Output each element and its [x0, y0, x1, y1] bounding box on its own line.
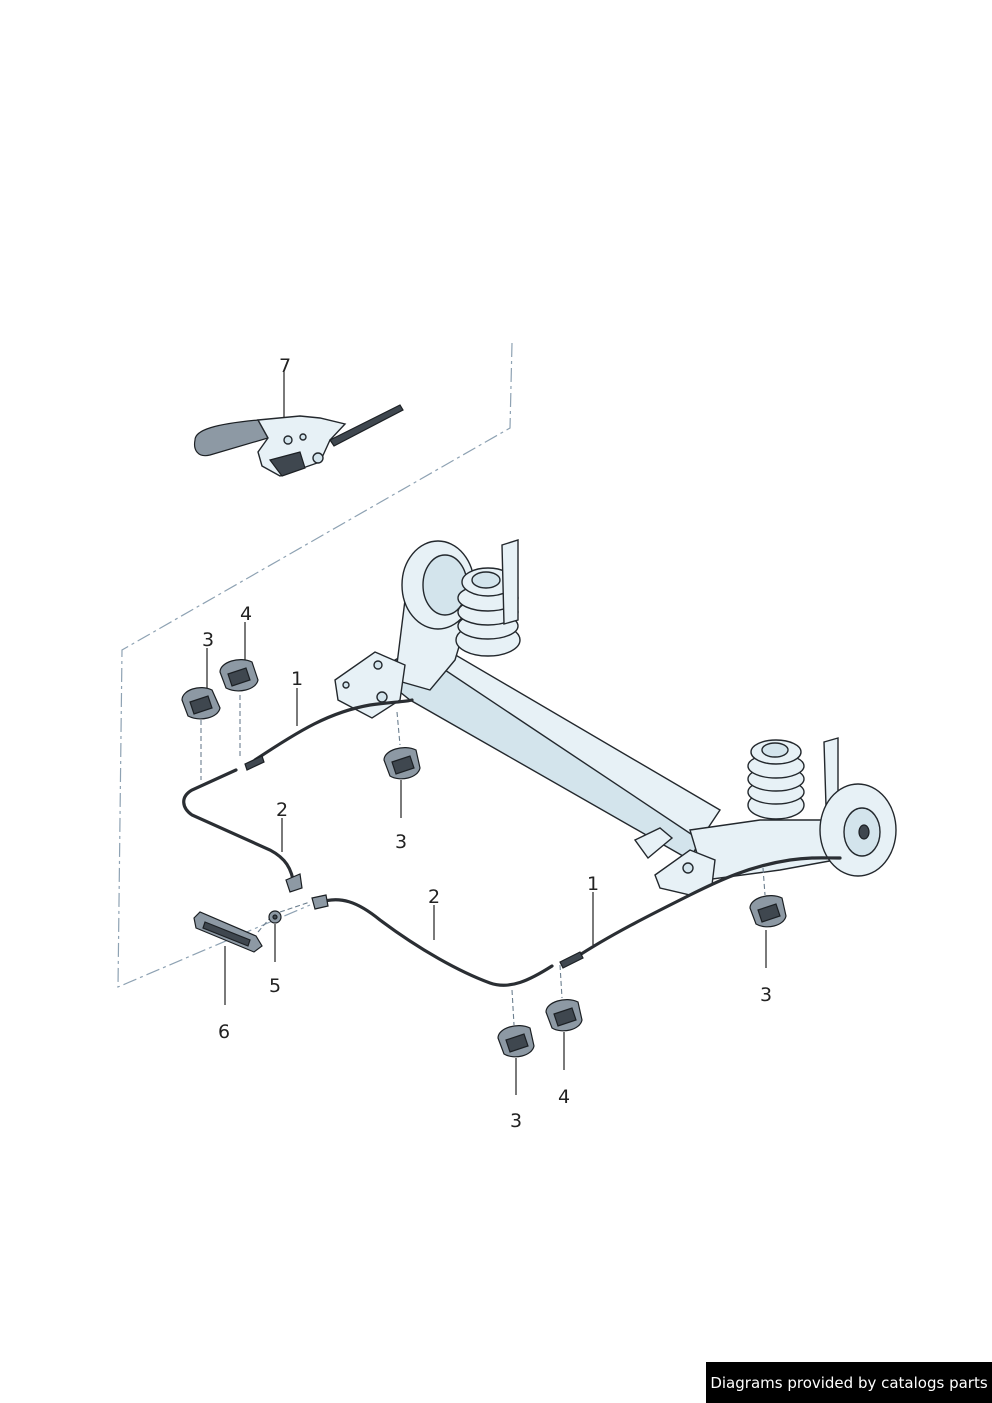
handbrake-lever: [193, 404, 404, 477]
rear-axle-assembly: [334, 539, 897, 896]
cable-left-1: [244, 698, 414, 771]
right-coil-spring: [747, 739, 805, 820]
clip-3-bottom: [497, 1025, 535, 1058]
cable-right-1: [559, 856, 842, 969]
callout-4-top: 4: [240, 603, 252, 625]
callout-3-right: 3: [760, 984, 772, 1006]
callout-6: 6: [218, 1021, 230, 1043]
callout-5: 5: [269, 975, 281, 997]
footer-credit: Diagrams provided by catalogs parts: [706, 1362, 992, 1403]
callouts: 7 4 3 1 2 3 2 1 3 5 6 3 4: [202, 355, 772, 1132]
callout-leaders: [206, 372, 767, 1095]
callout-3-top: 3: [202, 629, 214, 651]
clip-3-top: [181, 687, 221, 720]
clip-4-top: [219, 659, 259, 692]
assembly-leaders: [200, 695, 766, 1026]
cable-mid-2: [311, 894, 554, 987]
callout-2-mid: 2: [428, 886, 440, 908]
cable-left-2: [182, 768, 303, 893]
clip-4-bottom: [545, 999, 583, 1032]
callout-2-left: 2: [276, 799, 288, 821]
callout-7: 7: [279, 355, 291, 377]
clip-3-mid: [383, 747, 421, 780]
assembly-frame: [117, 342, 513, 988]
callout-3-mid: 3: [395, 831, 407, 853]
callout-4-bottom: 4: [558, 1086, 570, 1108]
callout-3-bottom: 3: [510, 1110, 522, 1132]
nut-5: [268, 910, 282, 924]
callout-1-right: 1: [587, 873, 599, 895]
clip-3-right: [749, 895, 787, 928]
callout-1-left: 1: [291, 668, 303, 690]
equalizer-6: [193, 911, 263, 953]
